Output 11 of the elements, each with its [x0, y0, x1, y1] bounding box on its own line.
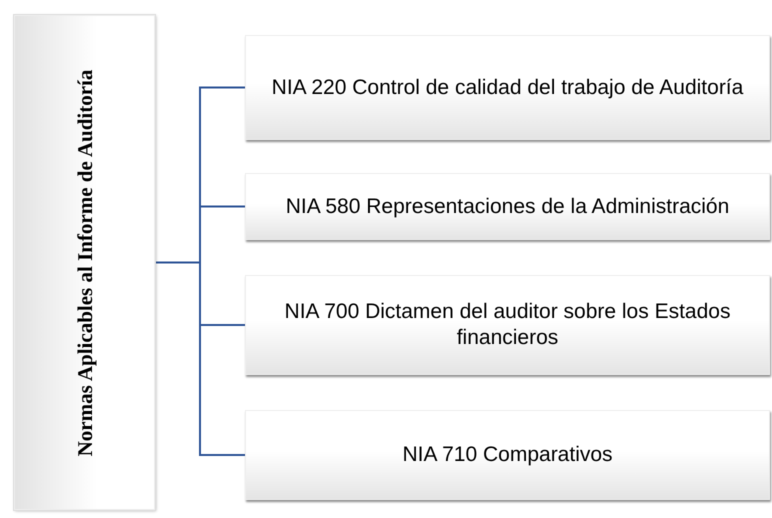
box-text: NIA 220 Control de calidad del trabajo de Auditoría [272, 74, 744, 100]
text-box [245, 173, 770, 240]
text-box [245, 275, 770, 375]
box-text: NIA 580 Representaciones de la Administración [286, 194, 730, 220]
box-text: NIA 700 Dictamen del auditor sobre los Estados financieros [284, 299, 732, 351]
box-text: NIA 710 Comparativos [402, 442, 613, 468]
text-box [245, 410, 770, 500]
vertical-title-text: Normas Aplicables al Informe de Auditoría [72, 68, 96, 458]
text-box [14, 15, 155, 510]
text-box [245, 35, 770, 140]
connector-line [155, 262, 245, 456]
